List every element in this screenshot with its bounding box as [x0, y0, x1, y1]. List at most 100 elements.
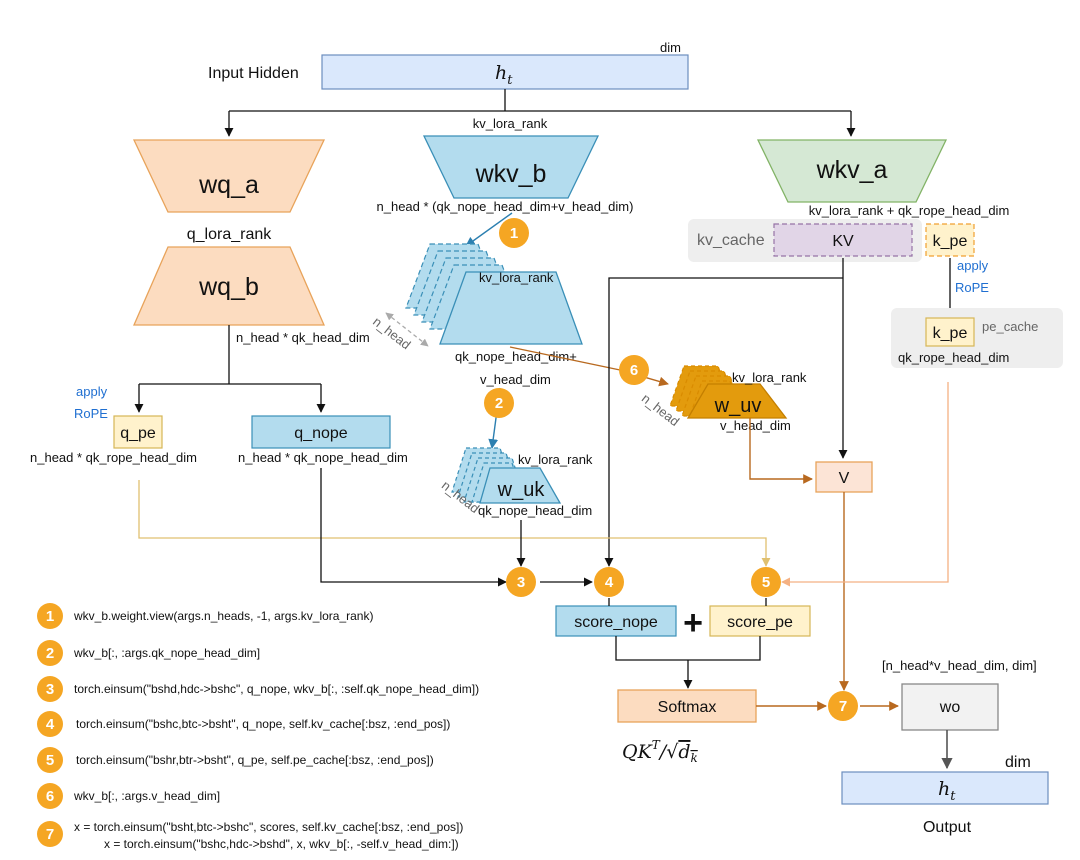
legend-item-7: 7 x = torch.einsum("bsht,btc->bshc", sco…: [37, 820, 463, 851]
w-uv-label: w_uv: [714, 395, 762, 417]
input-label: Input Hidden: [208, 65, 299, 82]
k-pe-apply: apply: [957, 258, 989, 273]
wo-dim: [n_head*v_head_dim, dim]: [882, 658, 1037, 673]
score-pe-label: score_pe: [727, 614, 793, 631]
svg-text:4: 4: [605, 574, 614, 591]
w-uk-out: qk_nope_head_dim: [478, 503, 592, 518]
q-nope-box: [251, 415, 391, 449]
arrow-q-pe-to-5: [138, 480, 771, 567]
svg-text:6: 6: [46, 788, 54, 805]
kv-box: [773, 223, 913, 257]
badge-7: 7: [828, 691, 858, 721]
k-pe-top-label: k_pe: [933, 233, 968, 250]
q-lora-rank-label: q_lora_rank: [187, 226, 273, 243]
svg-text:6: 6: [630, 362, 638, 379]
arrow-kv-to-4: [604, 277, 843, 567]
q-pe-rope: RoPE: [74, 406, 108, 421]
w-uk-stack: [451, 447, 562, 504]
wkv-a-label: wkv_a: [816, 156, 888, 184]
stack-out1: qk_nope_head_dim+: [455, 349, 577, 364]
svg-text:7: 7: [46, 826, 54, 843]
stack-out2: v_head_dim: [480, 372, 551, 387]
w-uv-out: v_head_dim: [720, 418, 791, 433]
w-uk-label: w_uk: [497, 479, 546, 501]
pe-cache-box: [925, 317, 975, 347]
wq-b-label: wq_b: [198, 273, 259, 301]
q-nope-dim: n_head * qk_nope_head_dim: [238, 450, 408, 465]
score-nope-box: [555, 605, 677, 637]
svg-text:x = torch.einsum("bshc,hdc->bs: x = torch.einsum("bshc,hdc->bshd", x, wk…: [104, 837, 459, 851]
stack-rank: kv_lora_rank: [479, 270, 554, 285]
badge-1: 1: [499, 218, 529, 248]
score-nope-label: score_nope: [574, 614, 658, 631]
arrow-w-uv-to-v: [749, 418, 813, 484]
badge-4: 4: [594, 567, 624, 597]
svg-text:wkv_b[:, :args.qk_nope_head_di: wkv_b[:, :args.qk_nope_head_dim]: [73, 646, 260, 660]
arrow-wkv-b-to-stack: [465, 212, 513, 247]
svg-text:x = torch.einsum("bsht,btc->bs: x = torch.einsum("bsht,btc->bshc", score…: [74, 820, 463, 834]
output-label: Output: [923, 819, 972, 836]
arrow-pe-cache-to-5: [781, 382, 949, 587]
pe-cache-box-label: k_pe: [933, 325, 968, 342]
svg-text:torch.einsum("bshr,btr->bsht",: torch.einsum("bshr,btr->bsht", q_pe, sel…: [76, 753, 434, 767]
q-pe-dim: n_head * qk_rope_head_dim: [30, 450, 197, 465]
legend-item-4: 4 torch.einsum("bshc,btc->bsht", q_nope,…: [37, 711, 450, 737]
wq-a-label: wq_a: [198, 171, 259, 199]
q-nope-label: q_nope: [294, 425, 347, 442]
wo-label: wo: [939, 699, 961, 716]
arrow-q-nope-to-3: [320, 468, 507, 587]
wq-b-out-dim: n_head * qk_head_dim: [236, 330, 370, 345]
q-pe-label: q_pe: [120, 425, 156, 442]
wkv-a-block: [756, 139, 948, 203]
svg-text:wkv_b.weight.view(args.n_heads: wkv_b.weight.view(args.n_heads, -1, args…: [73, 609, 373, 623]
legend-item-5: 5 torch.einsum("bshr,btr->bsht", q_pe, s…: [37, 747, 434, 773]
wkv-b-block: [422, 135, 600, 199]
stack-nhead: n_head: [370, 314, 413, 353]
badge-5: 5: [751, 567, 781, 597]
w-uk-rank: kv_lora_rank: [518, 452, 593, 467]
plus-sign: +: [683, 604, 703, 642]
pe-cache-label: pe_cache: [982, 319, 1038, 334]
w-uv-rank: kv_lora_rank: [732, 370, 807, 385]
legend-item-2: 2 wkv_b[:, :args.qk_nope_head_dim]: [37, 640, 260, 666]
svg-text:4: 4: [46, 716, 55, 733]
wq-a-block: [132, 139, 326, 213]
output-dim: dim: [1005, 754, 1031, 771]
legend-item-1: 1 wkv_b.weight.view(args.n_heads, -1, ar…: [37, 603, 373, 629]
stack-nhead-arrow: [385, 312, 429, 347]
legend-item-6: 6 wkv_b[:, :args.v_head_dim]: [37, 783, 220, 809]
svg-text:7: 7: [839, 698, 847, 715]
svg-text:5: 5: [46, 752, 54, 769]
w-uv-stack: [669, 365, 788, 419]
score-pe-box: [709, 605, 811, 637]
v-label: V: [839, 470, 850, 487]
badge-2: 2: [484, 388, 514, 418]
wkv-b-out-dim: n_head * (qk_nope_head_dim+v_head_dim): [377, 199, 634, 214]
kv-cache-label: kv_cache: [697, 232, 765, 249]
svg-text:2: 2: [46, 645, 54, 662]
legend: 1 wkv_b.weight.view(args.n_heads, -1, ar…: [37, 603, 479, 851]
svg-text:wkv_b[:, :args.v_head_dim]: wkv_b[:, :args.v_head_dim]: [73, 789, 220, 803]
v-box: [815, 461, 873, 493]
svg-text:3: 3: [46, 681, 54, 698]
svg-text:torch.einsum("bshd,hdc->bshc",: torch.einsum("bshd,hdc->bshc", q_nope, w…: [74, 682, 479, 696]
pe-cache-dim: qk_rope_head_dim: [898, 350, 1009, 365]
badge-3: 3: [506, 567, 536, 597]
softmax-box: [617, 689, 757, 723]
wkv-b-head-stack: [405, 243, 583, 345]
output-box: [841, 771, 1049, 805]
input-dim: dim: [660, 40, 681, 55]
q-pe-box: [113, 415, 163, 449]
softmax-formula: QKT/√dk: [622, 738, 698, 765]
input-box: [321, 54, 689, 90]
wq-b-block: [133, 246, 325, 326]
svg-text:3: 3: [517, 574, 525, 591]
svg-text:1: 1: [510, 225, 518, 242]
legend-item-3: 3 torch.einsum("bshd,hdc->bshc", q_nope,…: [37, 676, 479, 702]
kv-box-label: KV: [832, 233, 854, 250]
wkv-b-label: wkv_b: [475, 160, 547, 188]
svg-text:1: 1: [46, 608, 54, 625]
svg-text:5: 5: [762, 574, 770, 591]
q-pe-apply: apply: [76, 384, 108, 399]
